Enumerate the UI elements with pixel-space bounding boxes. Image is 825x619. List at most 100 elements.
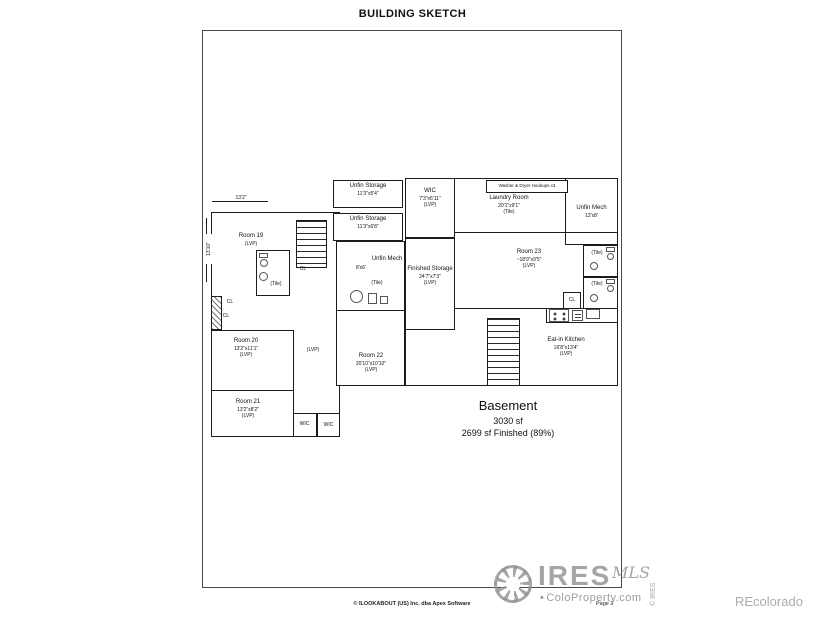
room-label-kitchen: Eat-in Kitchen 16'8"x13'4" (LVP): [521, 337, 611, 358]
watermark-brand: IRES: [538, 560, 612, 591]
toilet-tank-icon: [606, 279, 615, 284]
wall-mid-mech-bottom: [336, 310, 405, 311]
mech-equipment-icon: [380, 296, 388, 304]
dishwasher-icon: [572, 310, 583, 321]
recolorado-watermark: REcolorado: [735, 594, 803, 609]
room-name: Unfin Mech: [576, 205, 607, 211]
room-floor: (LVP): [423, 280, 437, 287]
room-floor: (LVP): [559, 351, 573, 358]
summary-name: Basement: [478, 398, 538, 413]
room-dims: 20'1"x9'1": [498, 202, 520, 209]
furnace-icon: [368, 293, 377, 304]
room-dims: 13'2"x11'1": [233, 345, 259, 352]
toilet-bowl-icon: [607, 253, 614, 260]
wall-kitchen-top: [455, 308, 618, 309]
room-dims: ~18'9"x9'5": [516, 256, 542, 263]
room-label-unfin-mech-mid: Unfin Mech: [371, 256, 403, 264]
wall-unfin-mech-right: [565, 178, 618, 245]
dim-label-top: 13'2": [224, 195, 258, 201]
room-label-wic-upper: WIC 7'3"x6'11" (LVP): [406, 188, 454, 209]
room-name: Room 21: [235, 399, 261, 405]
room-name: Unfin Mech: [371, 256, 403, 262]
watermark-mls: MLS: [612, 563, 650, 582]
wic-label: WIC: [299, 421, 310, 427]
closet-label: CL: [299, 266, 307, 272]
wic-label: WIC: [323, 422, 334, 428]
watermark-copyright-vertical: © IRES: [650, 582, 657, 606]
tile-label: (Tile): [591, 250, 603, 256]
room-label-unfin-storage-2: Unfin Storage 11'3"x6'8": [336, 216, 400, 230]
room-label-laundry: Laundry Room 20'1"x9'1" (Tile): [468, 195, 550, 216]
page-number: Page 3: [596, 601, 614, 607]
room-dims: 24'7"x7'3": [419, 273, 441, 280]
ires-logo-icon: [494, 565, 532, 603]
wall-mid-block: [336, 241, 405, 386]
closet-label: CL: [226, 299, 234, 305]
room-dims: 7'3"x6'11": [419, 195, 441, 202]
room-name: Room 19: [238, 233, 264, 239]
room-label-finished-storage: Finished Storage 24'7"x7'3" (LVP): [407, 266, 453, 287]
room-name: Room 20: [233, 338, 259, 344]
room-floor: (LVP): [364, 367, 378, 374]
room-dims: 16'8"x13'4": [553, 344, 579, 351]
room-floor: (LVP): [244, 240, 258, 247]
wall-hookups-strip: [486, 180, 568, 193]
room-dims: 13'2"x8'2": [237, 406, 259, 413]
summary-finished: 2699 sf Finished (89%): [461, 428, 555, 438]
room-name: Finished Storage: [407, 266, 453, 272]
closet-shelving-hatch: [211, 296, 222, 330]
closet-label: CL: [568, 297, 576, 303]
room-dims: 11'3"x5'4": [357, 190, 379, 197]
room-label-room19: Room 19 (LVP): [221, 233, 281, 247]
room-floor: (LVP): [241, 413, 255, 420]
room-dims: 20'10"x10'10": [355, 360, 387, 367]
room-floor: (LVP): [522, 263, 536, 270]
summary-area: 3030 sf: [493, 416, 523, 426]
room-floor: (LVP): [423, 202, 437, 209]
wall-laundry-bottom: [455, 232, 618, 233]
room-name: Room 23: [516, 249, 542, 255]
stove-icon: [549, 309, 569, 322]
room-name: Unfin Storage: [349, 183, 387, 189]
room-floor: (Tile): [503, 209, 515, 216]
room-name: Laundry Room: [489, 195, 529, 201]
water-heater-icon: [350, 290, 363, 303]
dim-label-left: 13'10": [206, 234, 212, 264]
tile-label: (Tile): [270, 281, 282, 287]
sink-icon: [259, 272, 268, 281]
room-name: WIC: [424, 188, 436, 194]
bullet-icon: •: [540, 592, 545, 604]
room-name: Room 22: [358, 353, 384, 359]
room-dims-unfin-mech-mid: 8'x6': [356, 265, 366, 271]
stairs-right: [487, 318, 520, 386]
plan-summary: Basement 3030 sf 2699 sf Finished (89%): [448, 398, 568, 438]
room-label-room21: Room 21 13'2"x8'2" (LVP): [216, 399, 280, 420]
hallway-floor-label: (LVP): [306, 347, 320, 353]
wall-hallway-left: [293, 330, 294, 437]
room-label-unfin-mech-right: Unfin Mech 12'x8': [566, 205, 617, 219]
wall-finished-storage: [405, 238, 455, 330]
toilet-tank-icon: [606, 247, 615, 252]
kitchen-sink-icon: [586, 309, 600, 319]
wall-unfin-storage-1: [333, 180, 403, 208]
page-title: BUILDING SKETCH: [358, 8, 467, 20]
watermark-site-text: ColoProperty.com: [546, 592, 642, 604]
room-floor-unfin-mech-mid: (Tile): [371, 280, 383, 286]
sketch-border: [202, 30, 622, 588]
room-label-room20: Room 20 13'2"x11'1" (LVP): [214, 338, 278, 359]
watermark-site: •ColoProperty.com: [540, 592, 642, 604]
sink-icon: [590, 262, 598, 270]
copyright-text: © ILOOKABOUT (US) Inc. dba Apex Software: [353, 601, 471, 607]
room-label-room22: Room 22 20'10"x10'10" (LVP): [338, 353, 404, 374]
room-label-unfin-storage-1: Unfin Storage 11'3"x5'4": [336, 183, 400, 197]
wall-wic-upper: [405, 178, 455, 238]
room-label-room23: Room 23 ~18'9"x9'5" (LVP): [496, 249, 562, 270]
room-floor: (LVP): [239, 352, 253, 359]
closet-label: CL: [222, 313, 230, 319]
room-name: Eat-in Kitchen: [547, 337, 585, 343]
room-dims: 11'3"x6'8": [357, 223, 379, 230]
tile-label: (Tile): [591, 281, 603, 287]
wall-wic-bottom-2: [317, 413, 340, 437]
wall-room20-top: [211, 330, 293, 331]
